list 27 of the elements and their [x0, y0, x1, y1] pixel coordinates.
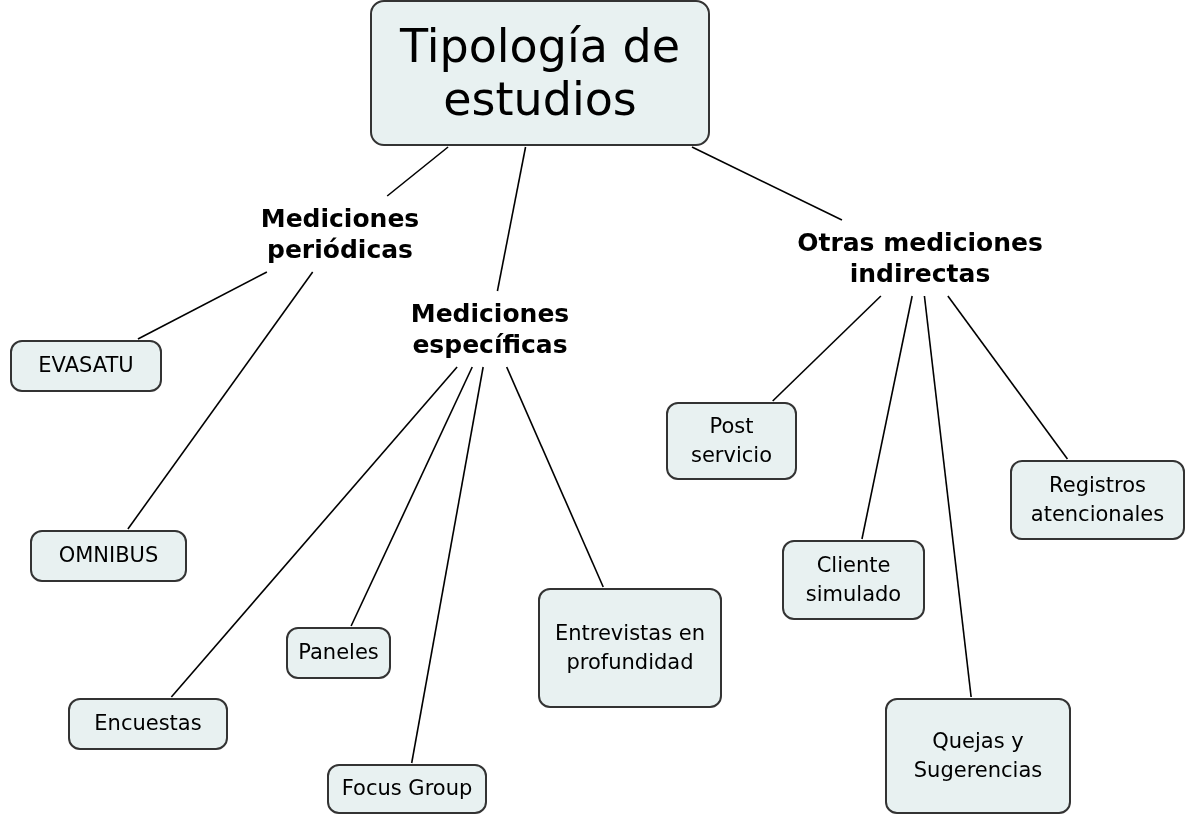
connector-line: [170, 366, 458, 698]
concept-box: EVASATU: [10, 340, 162, 392]
connector-line: [923, 295, 972, 698]
connector-line: [861, 295, 913, 540]
connector-line: [386, 146, 449, 197]
root-concept-box: Tipología de estudios: [370, 0, 710, 146]
concept-box: Paneles: [286, 627, 391, 679]
branch-label: Mediciones específicas: [385, 293, 595, 365]
connector-line: [771, 295, 882, 402]
concept-box: Focus Group: [327, 764, 487, 814]
connector-line: [410, 366, 484, 764]
concept-box: Encuestas: [68, 698, 228, 750]
concept-box: Entrevistas en profundidad: [538, 588, 722, 708]
branch-label: Otras mediciones indirectas: [765, 222, 1075, 294]
connector-line: [947, 295, 1069, 460]
connector-line: [691, 146, 843, 221]
concept-box: Cliente simulado: [782, 540, 925, 620]
concept-box: Post servicio: [666, 402, 797, 480]
concept-box: OMNIBUS: [30, 530, 187, 582]
concept-box: Registros atencionales: [1010, 460, 1185, 540]
connector-line: [350, 366, 474, 627]
connector-line: [137, 271, 268, 340]
connector-line: [505, 366, 605, 588]
branch-label: Mediciones periódicas: [235, 198, 445, 270]
connector-line: [496, 146, 527, 292]
connector-line: [127, 271, 314, 530]
concept-box: Quejas y Sugerencias: [885, 698, 1071, 814]
